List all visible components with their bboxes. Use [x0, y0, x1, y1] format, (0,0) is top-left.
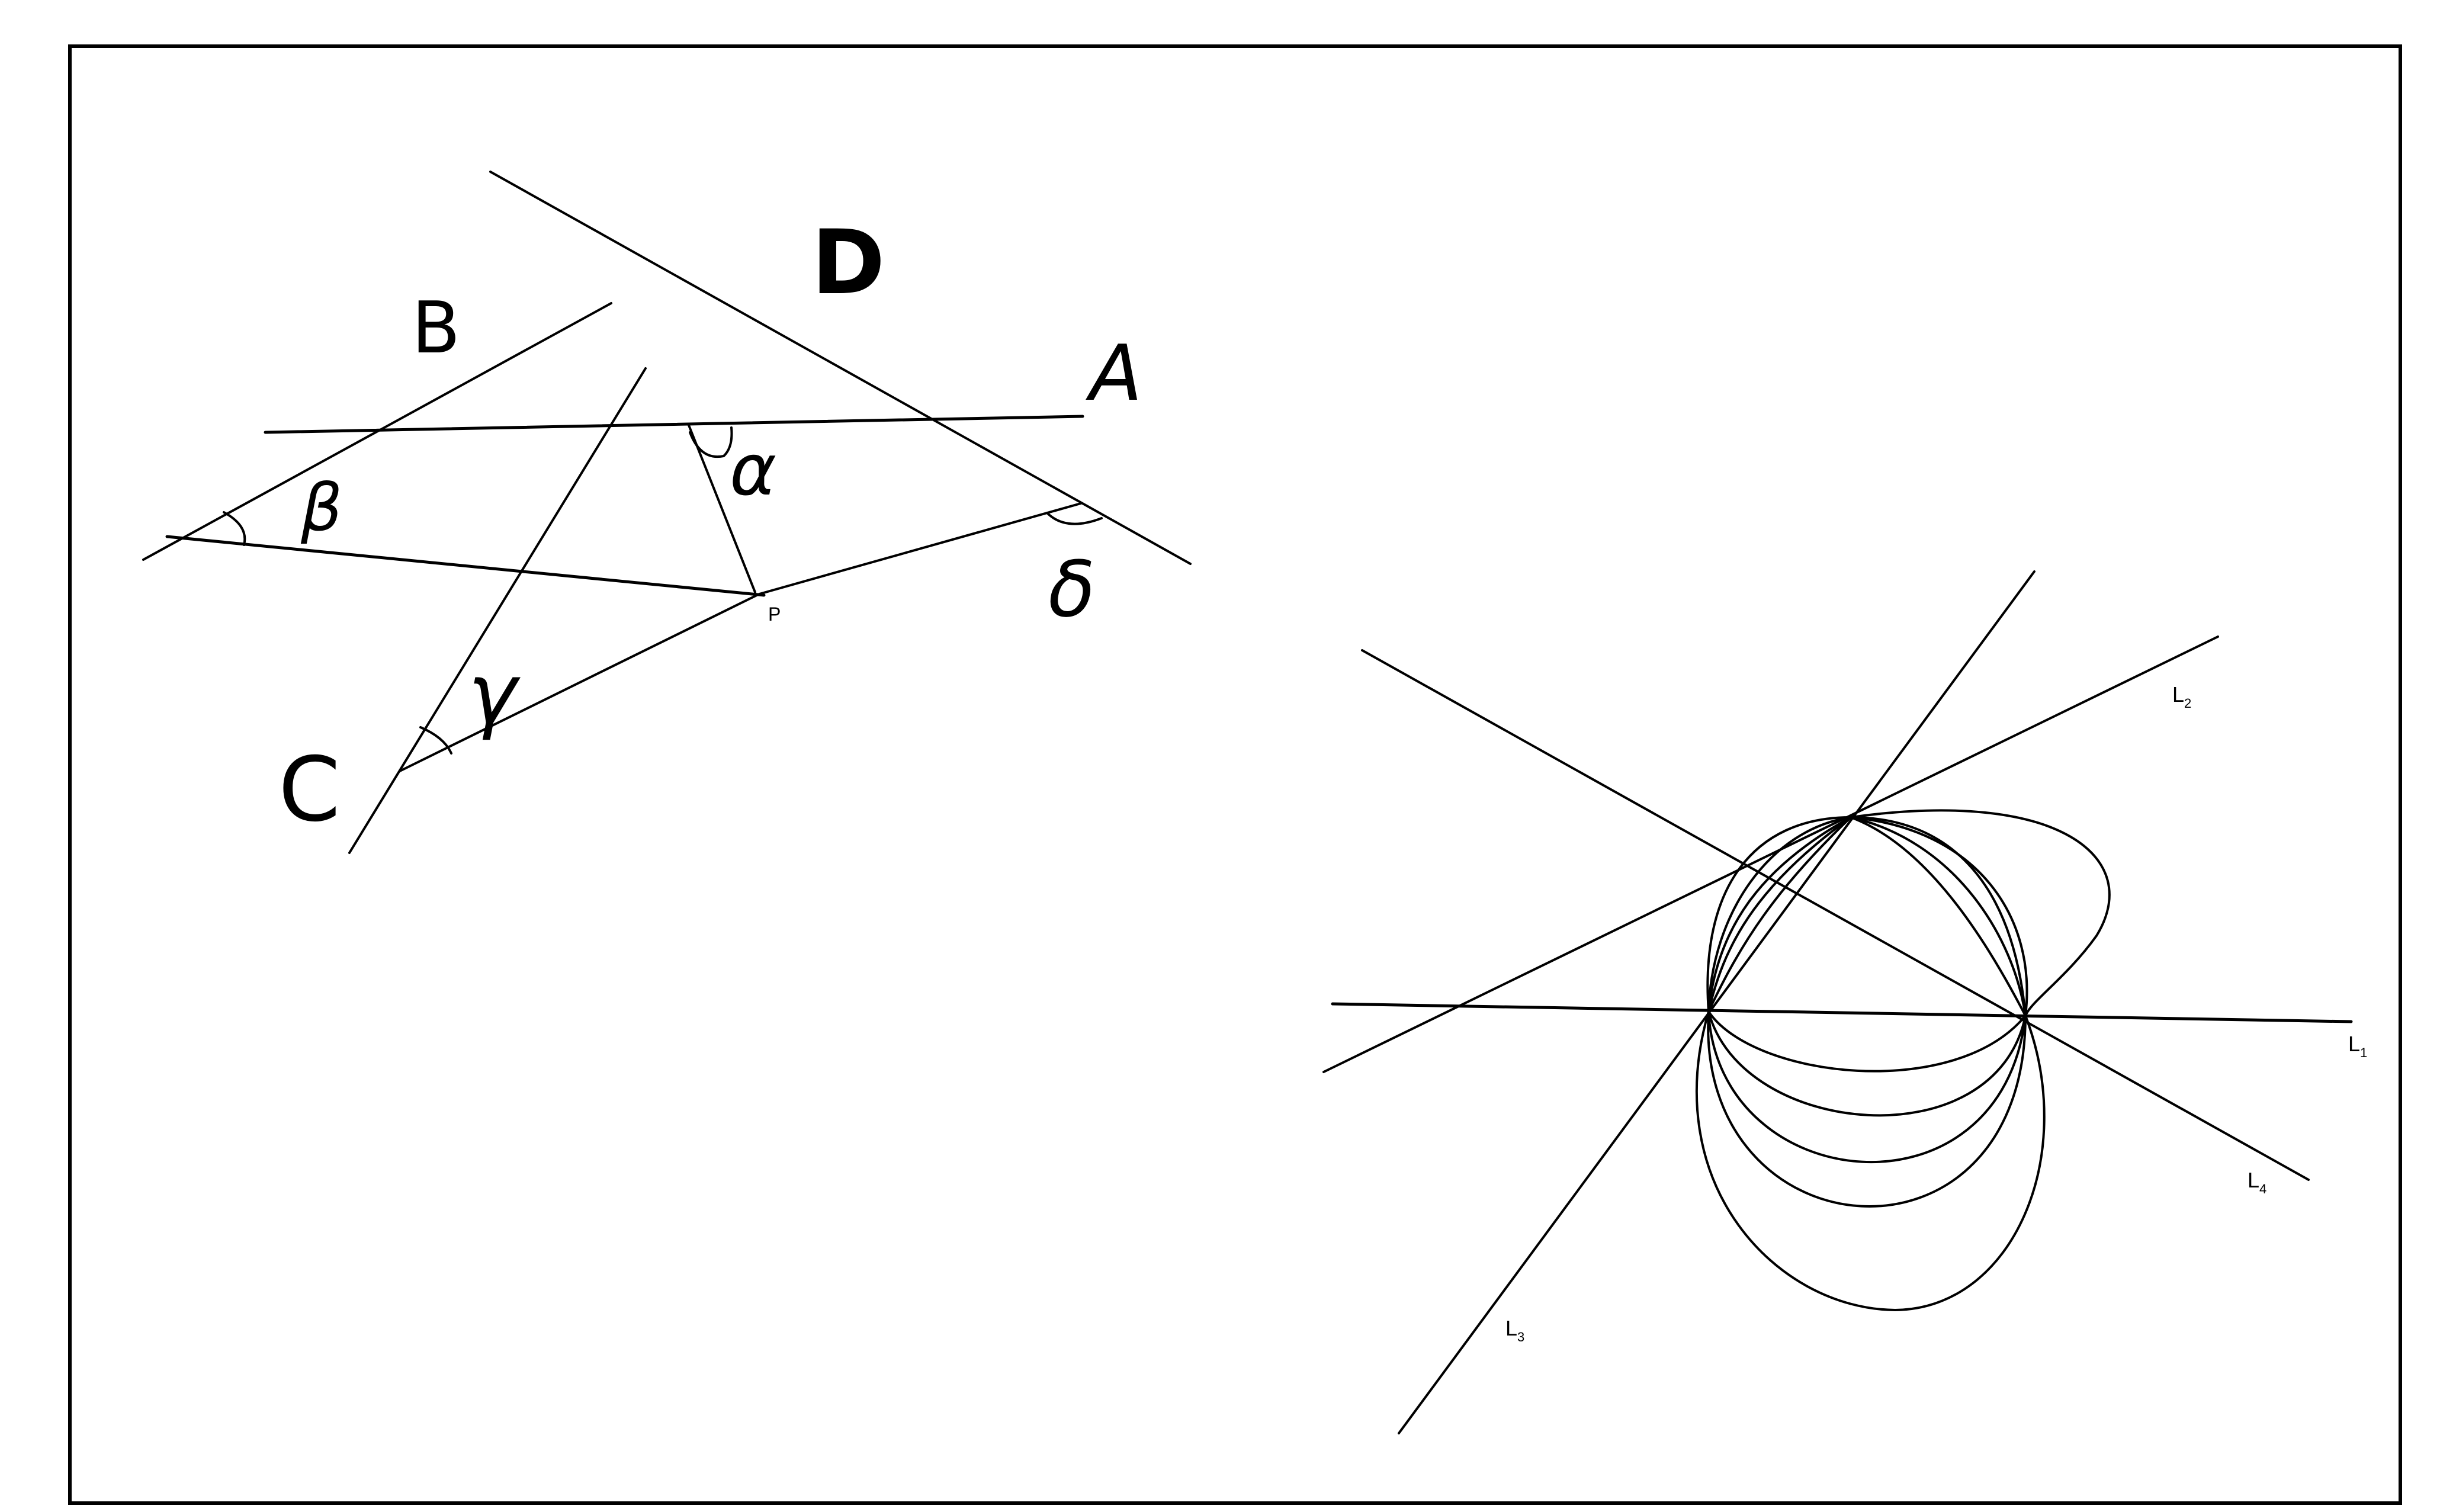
label-line-l2-main: L [2172, 682, 2184, 707]
label-angle-delta: δ [1048, 544, 1096, 634]
line-d [489, 171, 1192, 565]
right-diagram: L1 L2 L3 L4 [1322, 570, 2367, 1434]
label-point-p: P [768, 603, 781, 625]
curve-1 [1706, 816, 2027, 1017]
curve-family [1695, 809, 2111, 1312]
arc-gamma [419, 726, 452, 755]
curve-10 [1695, 1010, 2046, 1312]
frame-border [68, 44, 2402, 1505]
curve-3 [1707, 816, 2028, 1017]
curve-2 [1707, 809, 2111, 1017]
label-line-l1-sub: 1 [2360, 1045, 2367, 1060]
line-l2 [1322, 635, 2219, 1073]
curve-6 [1707, 1010, 2027, 1073]
curve-7 [1707, 1010, 2027, 1117]
segment-p-to-b [165, 535, 766, 597]
segment-p-to-c [399, 593, 760, 772]
curve-5 [1707, 816, 2027, 1017]
label-line-d: D [811, 211, 885, 314]
line-a [264, 415, 1084, 434]
line-l3 [1398, 570, 2036, 1434]
line-b [142, 302, 612, 561]
label-line-l4-main: L [2248, 1168, 2259, 1192]
label-angle-gamma: γ [468, 646, 521, 743]
segment-p-to-d [758, 502, 1082, 595]
label-line-l2: L2 [2172, 682, 2191, 711]
label-line-a: A [1086, 328, 1142, 418]
arc-alpha [689, 426, 733, 458]
label-angle-beta: β [300, 470, 342, 545]
curve-4 [1707, 816, 2027, 1017]
curve-9 [1707, 1010, 2027, 1208]
segment-p-to-a [688, 424, 756, 593]
label-line-l4-sub: 4 [2259, 1182, 2266, 1196]
arc-beta [223, 511, 246, 546]
label-line-l3-main: L [1505, 1316, 1517, 1340]
line-l4 [1361, 649, 2310, 1181]
label-line-l1: L1 [2348, 1032, 2367, 1060]
line-l1 [1331, 1002, 2353, 1023]
label-line-l3: L3 [1505, 1316, 1524, 1344]
curve-8 [1707, 1010, 2027, 1164]
line-c [348, 367, 647, 854]
label-line-l1-main: L [2348, 1032, 2360, 1056]
label-line-l2-sub: 2 [2184, 696, 2191, 711]
left-diagram: A B C D P α β γ δ [142, 171, 1192, 854]
label-line-l3-sub: 3 [1517, 1330, 1524, 1344]
label-angle-alpha: α [730, 429, 776, 512]
label-line-c: C [278, 739, 341, 842]
label-line-l4: L4 [2248, 1168, 2266, 1196]
label-line-b: B [412, 287, 460, 370]
arc-delta [1046, 512, 1103, 525]
